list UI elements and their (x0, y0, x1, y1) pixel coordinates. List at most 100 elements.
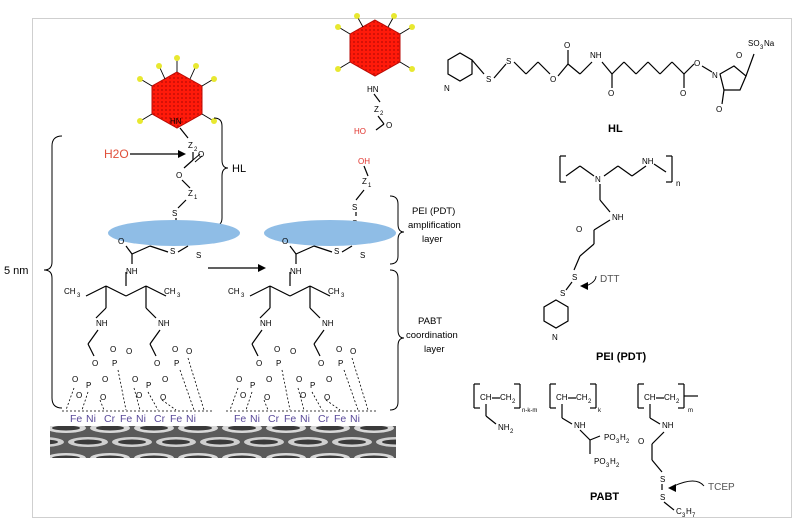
svg-text:NH: NH (260, 319, 272, 328)
svg-text:HN: HN (170, 117, 182, 126)
svg-text:NH: NH (574, 421, 586, 430)
svg-text:O: O (300, 391, 306, 400)
five-nm-brace: 5 nm (4, 135, 63, 409)
svg-text:Ni: Ni (250, 413, 260, 425)
svg-text:O: O (318, 359, 324, 368)
svg-text:P: P (338, 359, 343, 368)
svg-text:O: O (100, 393, 106, 402)
svg-text:S: S (360, 251, 365, 260)
svg-text:Ni: Ni (350, 413, 360, 425)
svg-text:2: 2 (380, 111, 384, 117)
svg-text:O: O (264, 393, 270, 402)
svg-text:O: O (132, 375, 138, 384)
hl-title: HL (608, 123, 623, 135)
svg-text:1: 1 (194, 195, 198, 201)
svg-text:Ni: Ni (300, 413, 310, 425)
svg-text:S: S (660, 475, 665, 484)
svg-text:PO: PO (604, 433, 616, 442)
svg-text:CH: CH (164, 287, 176, 296)
svg-text:1: 1 (368, 183, 372, 189)
svg-text:Ni: Ni (136, 413, 146, 425)
svg-text:Cr: Cr (154, 413, 166, 425)
svg-text:O: O (266, 375, 272, 384)
svg-text:S: S (352, 203, 357, 212)
svg-text:HO: HO (354, 127, 366, 136)
svg-text:O: O (118, 237, 124, 246)
svg-text:Fe: Fe (334, 413, 346, 425)
svg-text:O: O (176, 171, 182, 180)
pabt-title: PABT (590, 491, 619, 503)
svg-text:S: S (572, 273, 577, 282)
svg-text:CH: CH (644, 393, 656, 402)
svg-text:OH: OH (358, 157, 370, 166)
svg-text:CH: CH (480, 393, 492, 402)
svg-text:k: k (598, 408, 602, 414)
svg-text:O: O (296, 375, 302, 384)
svg-text:NH: NH (96, 319, 108, 328)
svg-text:O: O (282, 237, 288, 246)
svg-text:P: P (112, 359, 117, 368)
svg-text:2: 2 (588, 399, 592, 405)
svg-text:S: S (170, 247, 175, 256)
hl-molecule: N S S O O NH O O O (444, 39, 775, 114)
svg-text:NH: NH (158, 319, 170, 328)
svg-text:P: P (310, 381, 315, 390)
svg-text:O: O (160, 393, 166, 402)
svg-text:H: H (686, 507, 692, 516)
svg-text:O: O (240, 391, 246, 400)
svg-text:O: O (576, 225, 582, 234)
svg-text:NH: NH (322, 319, 334, 328)
svg-text:NH: NH (590, 51, 602, 60)
svg-text:O: O (172, 345, 178, 354)
metal-row-left: Fe Ni Cr Fe Ni Cr Fe Ni (70, 413, 196, 425)
svg-text:S: S (486, 75, 491, 84)
svg-text:O: O (126, 347, 132, 356)
svg-text:O: O (736, 51, 742, 60)
svg-text:O: O (608, 89, 614, 98)
svg-text:CH: CH (664, 393, 676, 402)
metal-row-right: Fe Ni Cr Fe Ni Cr Fe Ni (234, 413, 360, 425)
svg-text:amplification: amplification (408, 220, 461, 231)
hl-linker-left: HN Z 2 O O Z 1 S S (170, 117, 204, 232)
svg-text:O: O (76, 391, 82, 400)
svg-text:O: O (326, 375, 332, 384)
svg-text:2: 2 (616, 463, 620, 469)
svg-text:O: O (680, 89, 686, 98)
svg-text:P: P (146, 381, 151, 390)
svg-text:O: O (162, 375, 168, 384)
svg-text:Z: Z (374, 105, 379, 114)
svg-text:S: S (660, 493, 665, 502)
svg-text:3: 3 (341, 293, 345, 299)
svg-text:P: P (174, 359, 179, 368)
svg-text:S: S (334, 247, 339, 256)
svg-text:NH: NH (612, 213, 624, 222)
svg-text:O: O (638, 437, 644, 446)
pei-structure: N NH n NH O S S N DTT (543, 155, 680, 342)
svg-text:Cr: Cr (318, 413, 330, 425)
svg-text:CH: CH (500, 393, 512, 402)
svg-text:O: O (336, 345, 342, 354)
svg-text:CH: CH (228, 287, 240, 296)
svg-text:Fe: Fe (234, 413, 246, 425)
svg-text:NH: NH (290, 267, 302, 276)
svg-text:n-k-m: n-k-m (522, 408, 537, 414)
svg-text:CH: CH (556, 393, 568, 402)
svg-text:2: 2 (510, 429, 514, 435)
svg-text:P: P (276, 359, 281, 368)
hl-bracket: HL (213, 117, 246, 227)
svg-text:3: 3 (606, 463, 610, 469)
svg-text:SO: SO (748, 39, 760, 48)
svg-text:O: O (550, 75, 556, 84)
svg-text:S: S (506, 57, 511, 66)
svg-text:CH: CH (576, 393, 588, 402)
svg-text:3: 3 (241, 293, 245, 299)
svg-text:PEI (PDT): PEI (PDT) (412, 206, 455, 217)
svg-text:O: O (564, 41, 570, 50)
svg-text:O: O (72, 375, 78, 384)
pei-layer-left (108, 220, 240, 246)
svg-text:CH: CH (64, 287, 76, 296)
hydrolyzed-linker-right: OH Z 1 S S (352, 157, 372, 228)
svg-text:Cr: Cr (268, 413, 280, 425)
svg-text:NH: NH (126, 267, 138, 276)
